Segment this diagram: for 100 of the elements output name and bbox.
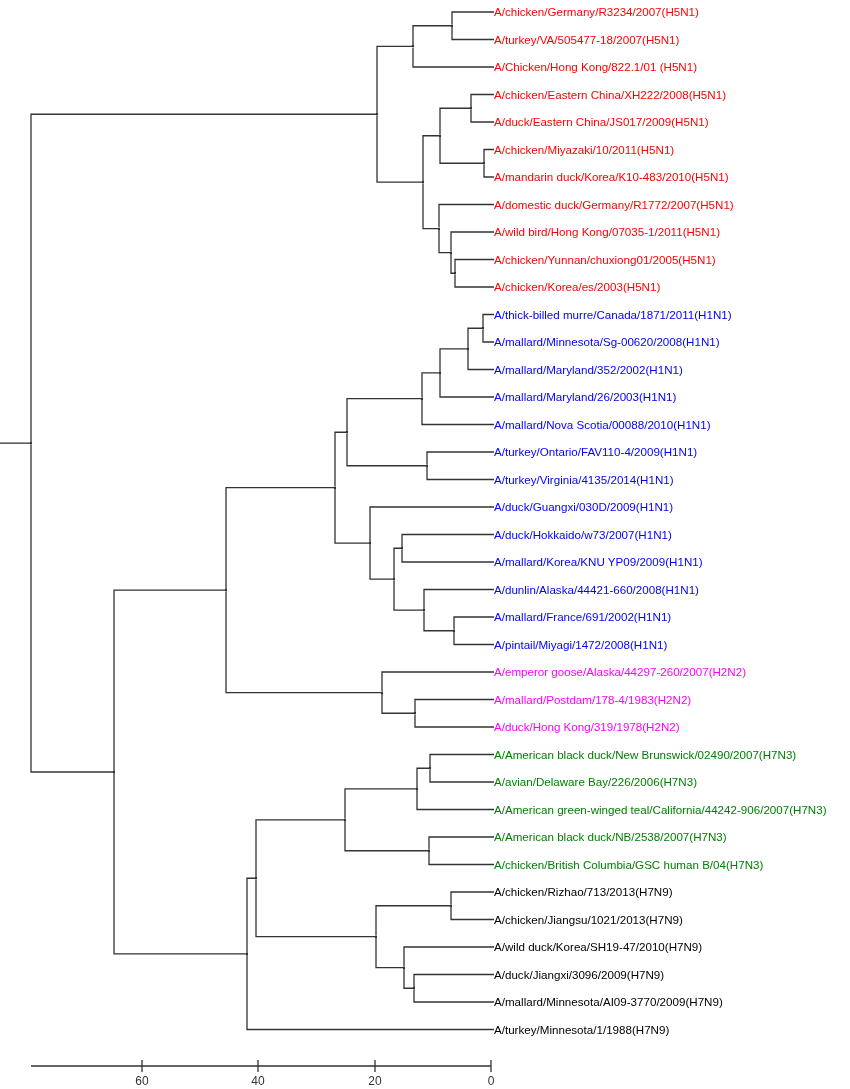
- tree-branch: [413, 973, 495, 988]
- strain-label: A/turkey/Virginia/4135/2014(H1N1): [494, 471, 674, 488]
- strain-label: A/mallard/Maryland/352/2002(H1N1): [494, 361, 683, 378]
- tree-branch: [414, 713, 495, 728]
- strain-label: A/duck/Guangxi/030D/2009(H1N1): [494, 499, 674, 515]
- tree-branch: [381, 693, 415, 714]
- axis-tick-label: 20: [367, 1074, 383, 1088]
- tree-branch: [423, 588, 495, 610]
- tree-branch: [421, 372, 440, 399]
- strain-label: A/duck/Hokkaido/w73/2007(H1N1): [494, 526, 672, 543]
- tree-branch: [225, 590, 382, 694]
- tree-branch: [428, 836, 495, 851]
- tree-branch: [381, 671, 495, 693]
- tree-branch: [483, 163, 495, 178]
- strain-label: A/mallard/Korea/KNU YP09/2009(H1N1): [494, 554, 703, 570]
- tree-branch: [453, 616, 495, 631]
- strain-label: A/mallard/Minnesota/Sg-00620/2008(H1N1): [494, 334, 720, 350]
- strain-label: A/turkey/VA/505477-18/2007(H5N1): [494, 31, 680, 48]
- tree-branch: [346, 398, 422, 432]
- axis-tick-label: 60: [134, 1074, 150, 1088]
- strain-label: A/dunlin/Alaska/44421-660/2008(H1N1): [494, 581, 699, 598]
- tree-branch: [414, 698, 495, 713]
- tree-branch: [428, 851, 495, 866]
- tree-branch: [412, 25, 452, 47]
- tree-branch: [334, 488, 370, 544]
- tree-branch: [403, 946, 495, 968]
- tree-branch: [113, 589, 226, 772]
- tree-branch: [412, 46, 495, 68]
- strain-label: A/mallard/Maryland/26/2003(H1N1): [494, 389, 677, 405]
- strain-label: A/thick-billed murre/Canada/1871/2011(H1N1): [494, 306, 732, 323]
- tree-branch: [454, 258, 495, 273]
- tree-branch: [416, 767, 430, 789]
- tree-branch: [454, 273, 495, 288]
- strain-label: A/chicken/Jiangsu/1021/2013(H7N9): [494, 911, 683, 928]
- tree-branch: [246, 954, 495, 1031]
- tree-branch: [376, 114, 423, 183]
- tree-branch: [439, 373, 495, 398]
- tree-branch: [369, 543, 394, 580]
- tree-branch: [255, 819, 345, 878]
- tree-branch: [423, 610, 454, 632]
- tree-branch: [346, 432, 427, 467]
- tree-branch: [426, 451, 495, 466]
- tree-branch: [30, 113, 377, 443]
- tree-branch: [401, 548, 495, 563]
- tree-branch: [421, 399, 495, 426]
- tree-branch: [344, 820, 429, 852]
- tree-branch: [450, 906, 495, 921]
- strain-label: A/mallard/Postdam/178-4/1983(H2N2): [494, 691, 692, 708]
- tree-branch: [225, 487, 335, 590]
- tree-branch: [426, 466, 495, 481]
- tree-branch: [30, 443, 114, 773]
- tree-branch: [451, 11, 495, 26]
- tree-branch: [482, 313, 495, 328]
- tree-branch: [450, 231, 495, 253]
- tree-branch: [453, 631, 495, 646]
- tree-branch: [438, 228, 451, 254]
- tree-branch: [413, 988, 495, 1003]
- strain-label: A/duck/Eastern China/JS017/2009(H5N1): [494, 114, 709, 130]
- axis-tick-label: 40: [250, 1074, 266, 1088]
- tree-branch: [439, 136, 484, 164]
- strain-label: A/American green-winged teal/California/44242-906/2007(H7N3): [494, 801, 827, 818]
- strain-label: A/mallard/France/691/2002(H1N1): [494, 609, 672, 625]
- tree-branch: [450, 253, 455, 274]
- tree-branch: [113, 772, 247, 955]
- strain-label: A/Chicken/Hong Kong/822.1/01 (H5N1): [494, 59, 697, 75]
- tree-branch: [375, 937, 404, 969]
- tree-branch: [467, 349, 495, 371]
- tree-branch: [246, 877, 256, 954]
- tree-branch: [344, 788, 417, 820]
- strain-label: A/chicken/Germany/R3234/2007(H5N1): [494, 4, 699, 20]
- tree-branch: [429, 753, 495, 768]
- tree-branch: [376, 45, 413, 114]
- tree-branch: [467, 327, 483, 349]
- strain-label: A/chicken/Korea/es/2003(H5N1): [494, 279, 661, 295]
- axis-tick-label: 0: [486, 1074, 496, 1088]
- tree-branch: [369, 506, 495, 543]
- tree-branch: [439, 348, 468, 373]
- tree-branch: [439, 107, 471, 136]
- tree-branch: [438, 203, 495, 229]
- strain-label: A/pintail/Miyagi/1472/2008(H1N1): [494, 636, 668, 653]
- tree-branch: [450, 891, 495, 906]
- strain-label: A/emperor goose/Alaska/44297-260/2007(H2N2): [494, 664, 746, 680]
- strain-label: A/mallard/Nova Scotia/00088/2010(H1N1): [494, 416, 711, 433]
- tree-branch: [470, 108, 495, 123]
- strain-label: A/chicken/Rizhao/713/2013(H7N9): [494, 884, 673, 900]
- tree-branch: [422, 135, 440, 182]
- tree-branch: [429, 768, 495, 783]
- tree-branch: [451, 26, 495, 41]
- strain-label: A/chicken/British Columbia/GSC human B/04(H7N3): [494, 856, 764, 873]
- tree-branch: [482, 328, 495, 343]
- strain-label: A/duck/Hong Kong/319/1978(H2N2): [494, 719, 680, 735]
- tree-branch: [334, 431, 347, 488]
- strain-label: A/domestic duck/Germany/R1772/2007(H5N1): [494, 196, 734, 213]
- tree-branch: [422, 182, 439, 230]
- tree-branch: [255, 878, 376, 938]
- strain-label: A/duck/Jiangxi/3096/2009(H7N9): [494, 966, 665, 983]
- strain-label: A/wild bird/Hong Kong/07035-1/2011(H5N1): [494, 224, 720, 240]
- strain-label: A/chicken/Yunnan/chuxiong01/2005(H5N1): [494, 251, 716, 268]
- tree-branch: [416, 789, 495, 811]
- strain-label: A/chicken/Miyazaki/10/2011(H5N1): [494, 141, 675, 158]
